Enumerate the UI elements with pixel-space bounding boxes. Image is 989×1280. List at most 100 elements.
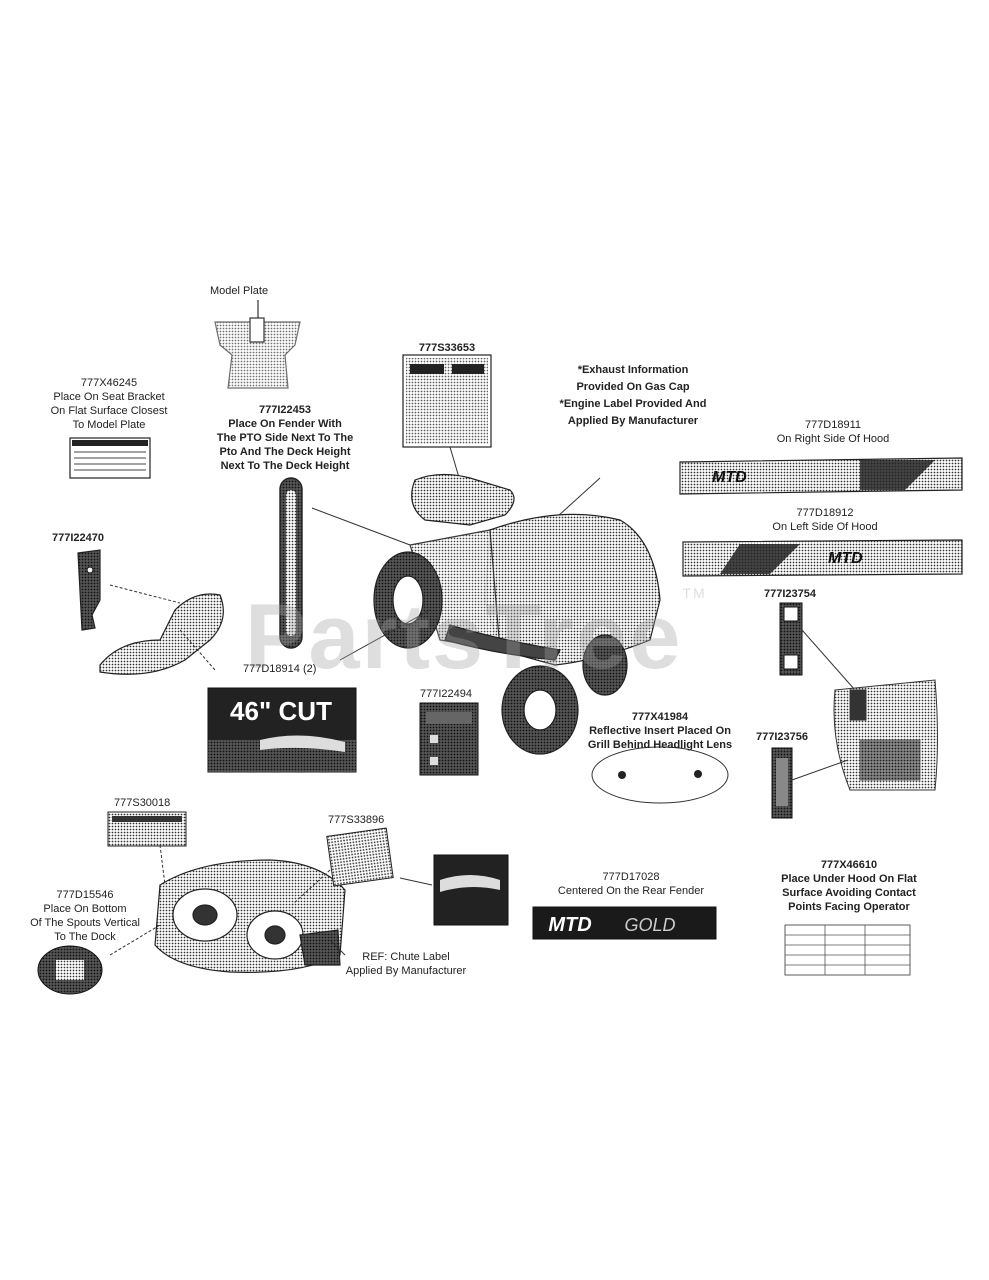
leader-777s33896 <box>291 869 331 906</box>
leader-chute <box>329 939 346 956</box>
label-777d17028: 777D17028 Centered On the Rear Fender <box>546 870 716 898</box>
part-number: 777I22494 <box>420 688 472 700</box>
label-line: Centered On the Rear Fender <box>557 885 705 897</box>
leader-777i22453 <box>311 507 411 546</box>
decal-46-cut: 46" CUT <box>207 687 357 773</box>
label-line: Applied By Manufacturer <box>345 965 467 977</box>
label-line: Place On Fender With <box>228 418 342 430</box>
label-line: The PTO Side Next To The <box>216 432 354 444</box>
label-line: On Flat Surface Closest <box>50 405 168 417</box>
label-777s33653: 777S33653 <box>400 341 494 355</box>
part-number: 777X46245 <box>80 377 138 389</box>
label-line: To Model Plate <box>72 419 146 431</box>
decal-777s33653 <box>402 354 492 448</box>
label-line: REF: Chute Label <box>362 951 450 963</box>
label-chute-ref: REF: Chute Label Applied By Manufacturer <box>338 950 474 978</box>
mtd-gold-word-text: GOLD <box>624 915 675 935</box>
label-line: Place Under Hood On Flat <box>781 873 917 885</box>
label-exhaust-note: *Exhaust Information Provided On Gas Cap… <box>538 362 728 430</box>
label-777d18912: 777D18912 On Left Side Of Hood <box>750 506 900 534</box>
label-line: *Engine Label Provided And <box>559 398 707 410</box>
decal-777s33896 <box>326 827 394 887</box>
label-line: Points Facing Operator <box>788 901 910 913</box>
leader-777i23756 <box>791 759 849 781</box>
label-777i22470: 777I22470 <box>52 531 104 545</box>
leader-777i23754 <box>801 629 856 691</box>
label-777s33896: 777S33896 <box>328 813 384 827</box>
decal-777x41984 <box>591 746 729 804</box>
part-number: 777S33896 <box>328 814 385 826</box>
part-number: 777D18911 <box>804 419 862 431</box>
label-777d15546: 777D15546 Place On Bottom Of The Spouts … <box>20 888 150 944</box>
part-number: 777I23754 <box>764 588 816 600</box>
label-model-plate: Model Plate <box>210 284 268 298</box>
model-plate-bracket <box>214 300 301 389</box>
label-line: To The Dock <box>54 931 116 943</box>
decal-777i23756 <box>771 747 793 819</box>
leader-chute-decal <box>399 877 433 886</box>
label-line: Pto And The Deck Height <box>219 446 351 458</box>
label-line: Reflective Insert Placed On <box>589 725 731 737</box>
decal-777i23754 <box>779 602 803 676</box>
part-number: 777D17028 <box>602 871 660 883</box>
label-line: Next To The Deck Height <box>220 460 350 472</box>
label-line: Place On Seat Bracket <box>53 391 165 403</box>
decal-chute <box>433 854 509 926</box>
leader-777s30018 <box>159 844 166 886</box>
decal-777d17028: MTD GOLD <box>532 906 717 940</box>
label-777x41984: 777X41984 Reflective Insert Placed On Gr… <box>574 710 746 752</box>
part-number: 777I22453 <box>259 404 311 416</box>
part-number: 777S30018 <box>114 797 171 809</box>
leader-777d18914 <box>339 609 431 661</box>
label-777i23754: 777I23754 <box>764 587 816 601</box>
label-777d18911: 777D18911 On Right Side Of Hood <box>758 418 908 446</box>
label-line: On Right Side Of Hood <box>776 433 890 445</box>
part-number: 777I22470 <box>52 532 104 544</box>
part-number: 777X46610 <box>820 859 878 871</box>
part-number: 777I23756 <box>756 731 808 743</box>
part-number: 777D15546 <box>56 889 114 901</box>
decal-777i22470 <box>77 549 224 675</box>
decal-777i22453 <box>279 477 303 649</box>
cut-size-text: 46" CUT <box>230 696 332 726</box>
label-line: Model Plate <box>210 285 269 297</box>
decal-777x46245 <box>69 437 151 479</box>
label-777i22453: 777I22453 Place On Fender With The PTO S… <box>205 403 365 473</box>
decal-777i22494 <box>419 702 479 776</box>
part-number: 777D18914 (2) <box>243 663 317 675</box>
mtd-gold-brand-text: MTD <box>548 914 591 936</box>
leader-777i22470-a <box>109 584 181 604</box>
part-number: 777S33653 <box>418 342 476 354</box>
label-line: *Exhaust Information <box>577 364 689 376</box>
label-line: Of The Spouts Vertical <box>30 917 140 929</box>
label-line: Place On Bottom <box>43 903 127 915</box>
label-777x46245: 777X46245 Place On Seat Bracket On Flat … <box>44 376 174 432</box>
tractor-illustration <box>373 473 661 755</box>
label-777i23756: 777I23756 <box>756 730 808 744</box>
label-line: Provided On Gas Cap <box>576 381 690 393</box>
label-line: On Left Side Of Hood <box>772 521 878 533</box>
watermark: PartsTreeTM <box>245 585 707 690</box>
decal-777x46610 <box>784 924 911 976</box>
watermark-text: PartsTree <box>245 586 683 688</box>
mtd-right-stripe-text: MTD <box>712 469 747 486</box>
label-777i22494: 777I22494 <box>420 687 472 701</box>
label-777d18914: 777D18914 (2) <box>243 662 316 676</box>
label-line: Surface Avoiding Contact <box>782 887 916 899</box>
trademark-mark: TM <box>682 585 707 601</box>
part-number: 777D18912 <box>796 507 854 519</box>
mower-deck-illustration <box>154 859 346 973</box>
part-number: 777X41984 <box>631 711 689 723</box>
decal-777s30018 <box>107 811 187 847</box>
label-777s30018: 777S30018 <box>114 796 170 810</box>
leader-777i22470-b <box>179 629 216 671</box>
decal-777d15546 <box>37 945 103 995</box>
decal-777d18911 <box>679 457 963 495</box>
label-line: Applied By Manufacturer <box>567 415 699 427</box>
label-line: Grill Behind Headlight Lens <box>587 739 733 751</box>
label-777x46610: 777X46610 Place Under Hood On Flat Surfa… <box>770 858 928 914</box>
decal-777d18912 <box>682 539 963 577</box>
dashboard-illustration <box>833 679 938 791</box>
mtd-left-stripe-text: MTD <box>828 550 863 567</box>
